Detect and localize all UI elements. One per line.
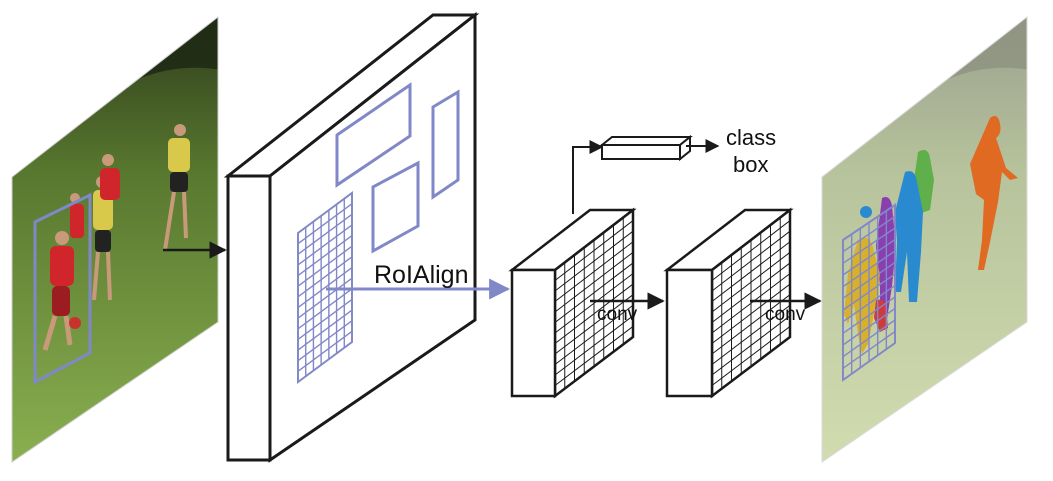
grid-outline [297,191,353,384]
box-label: box [733,152,768,177]
grid-line [711,262,791,323]
grid-line [842,319,896,358]
grid-line [842,261,896,299]
fc-head [599,134,693,162]
grid-line [554,326,634,386]
grid-line [297,213,353,255]
input-roi-box [33,192,92,385]
mask-head-small [860,206,872,218]
roi-grid [297,191,353,384]
player-yellow-2 [163,124,190,251]
output-mask-grid [842,203,896,382]
grid-line [297,330,353,372]
player-red-2 [100,154,120,200]
grid-line [711,326,791,386]
grid-line [842,238,896,276]
conv-label-2: conv [765,304,806,325]
grid-line [554,273,634,334]
grid-line [711,230,791,292]
grid-line [297,256,353,298]
grid-line [842,330,896,369]
grid-line [297,320,353,362]
grid-line [297,224,353,266]
grid-line [554,315,634,376]
grid-line [842,273,896,311]
grid-line [711,283,791,344]
grid-line [554,283,634,344]
grid-line [842,215,896,253]
class-label: class [726,125,776,150]
grid-line [554,262,634,323]
feature-map [223,11,480,463]
grid-line [842,307,896,346]
roialign-label: RoIAlign [374,261,469,289]
grid-line [711,315,791,376]
grid-line [297,309,353,351]
grid-line [711,251,791,313]
grid-line [554,220,634,281]
grid-line [554,294,634,355]
grid-line [842,250,896,288]
grid-line [297,277,353,319]
grid-line [554,251,634,313]
input-image [11,15,219,463]
mask-feature-block [663,207,794,399]
proposal-box-3 [371,160,420,254]
grid-line [711,304,791,365]
grid-line [297,203,353,245]
mask-feature-grid [711,217,791,389]
grid-line [297,245,353,287]
roi-feature-block [508,207,637,399]
grid-line [297,288,353,330]
grid-line [842,296,896,334]
mask-blue [895,171,923,302]
grid-line [842,227,896,264]
proposal-box-2 [431,89,460,200]
grid-line [711,220,791,281]
grid-outline [842,203,896,382]
grid-line [297,298,353,340]
output-image [821,15,1028,463]
branch-line [572,140,604,214]
grid-line [297,235,353,277]
grid-line [554,230,634,292]
grid-line [711,273,791,334]
mask-orange [970,116,1018,270]
grid-line [711,241,791,302]
conv-label-1: conv [597,304,638,325]
player-red [42,231,81,351]
proposal-box-1 [335,82,412,188]
grid-line [554,304,634,365]
grid-line [842,284,896,323]
grid-line [297,266,353,309]
roi-feature-grid [554,217,634,389]
grid-line [554,241,634,302]
grid-line [711,294,791,355]
